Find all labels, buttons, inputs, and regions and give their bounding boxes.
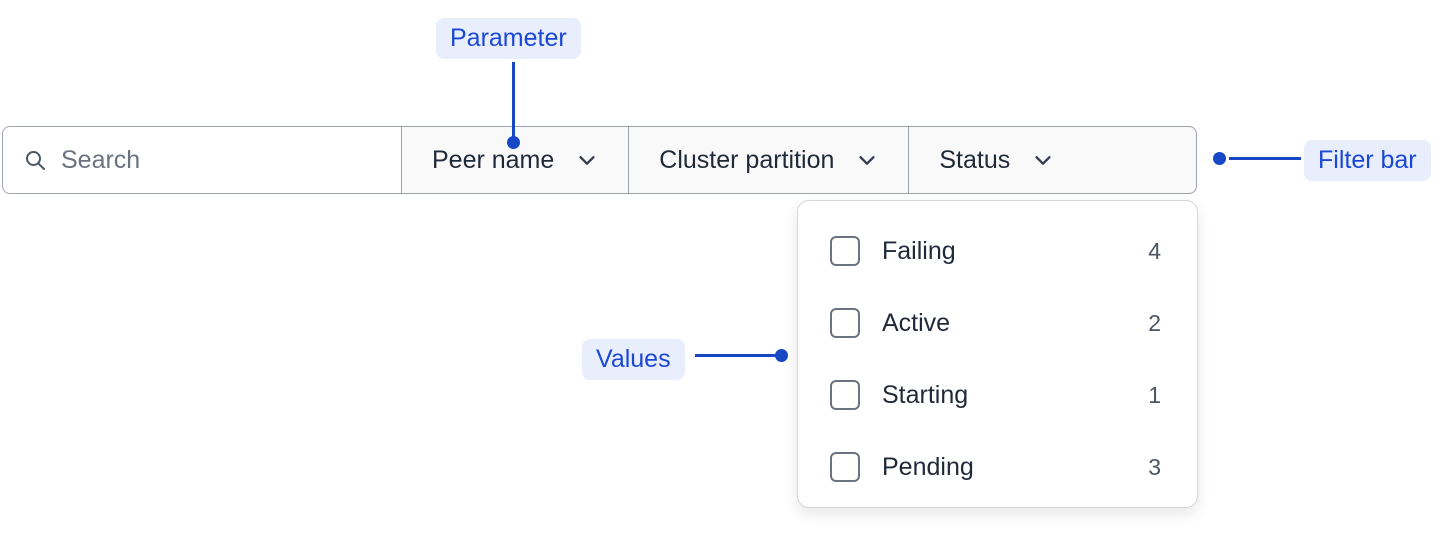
filter-segment-label: Status	[939, 145, 1011, 174]
search-field[interactable]	[3, 127, 402, 193]
dropdown-item-label: Starting	[882, 380, 969, 409]
annotation-label-filter-bar: Filter bar	[1304, 140, 1431, 181]
chevron-down-icon	[859, 156, 875, 165]
dropdown-item-label: Failing	[882, 236, 956, 265]
annotation-connector-filter-bar	[1229, 157, 1301, 160]
filter-segment-label: Peer name	[432, 145, 555, 174]
dropdown-item-count: 4	[1148, 237, 1161, 264]
filter-segment-status[interactable]: Status	[909, 127, 1085, 193]
dropdown-item-failing[interactable]: Failing 4	[798, 215, 1197, 287]
dropdown-item-pending[interactable]: Pending 3	[798, 431, 1197, 503]
checkbox[interactable]	[830, 308, 860, 338]
filter-segment-label: Cluster partition	[659, 145, 835, 174]
annotation-connector-values	[695, 354, 780, 357]
annotation-connector-parameter	[512, 62, 515, 143]
filter-bar: Peer name Cluster partition Status	[2, 126, 1197, 194]
search-input[interactable]	[61, 145, 381, 175]
dropdown-item-count: 2	[1148, 309, 1161, 336]
chevron-down-icon	[579, 156, 595, 165]
dropdown-item-count: 1	[1148, 381, 1161, 408]
chevron-down-icon	[1035, 156, 1051, 165]
dropdown-item-count: 3	[1148, 453, 1161, 480]
annotation-dot-filter-bar	[1213, 152, 1226, 165]
checkbox[interactable]	[830, 236, 860, 266]
status-dropdown-panel: Failing 4 Active 2 Starting 1 Pending 3	[797, 200, 1198, 508]
annotation-label-values: Values	[582, 339, 685, 380]
annotation-dot-values	[775, 349, 788, 362]
search-icon	[26, 151, 45, 170]
dropdown-item-label: Active	[882, 308, 951, 337]
annotation-label-parameter: Parameter	[436, 18, 581, 59]
dropdown-item-starting[interactable]: Starting 1	[798, 359, 1197, 431]
filter-segment-cluster-partition[interactable]: Cluster partition	[629, 127, 910, 193]
checkbox[interactable]	[830, 380, 860, 410]
checkbox[interactable]	[830, 452, 860, 482]
annotation-dot-parameter	[507, 136, 520, 149]
dropdown-item-active[interactable]: Active 2	[798, 287, 1197, 359]
dropdown-item-label: Pending	[882, 452, 974, 481]
